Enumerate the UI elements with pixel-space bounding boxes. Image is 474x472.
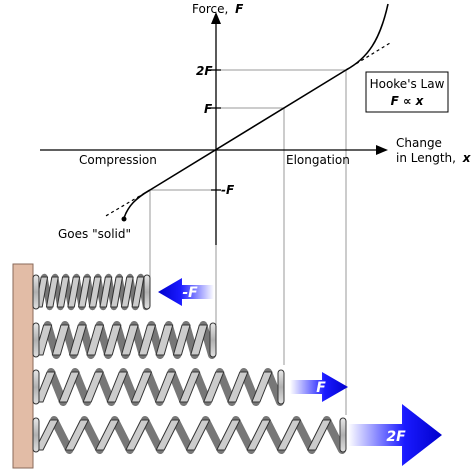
coil-front-strand — [69, 324, 87, 356]
coil-back-strand — [322, 416, 346, 454]
guide-lines — [149, 69, 347, 415]
coil-front-strand — [106, 371, 128, 403]
arrow-neg-f-shape — [158, 278, 214, 306]
arrow-neg-f: -F — [158, 278, 214, 306]
coil-front-strand — [56, 276, 70, 308]
coil-front-strand — [172, 324, 191, 356]
coil-front-strand — [186, 419, 211, 451]
coil-front-strand — [138, 324, 156, 356]
coil-front-strand — [155, 371, 177, 403]
coil-front-strand — [64, 419, 89, 451]
x-axis-label-line2: in Length, x — [396, 151, 472, 165]
arrow-2f: 2F — [348, 404, 442, 466]
arrow-2f-shape — [348, 404, 442, 466]
coil-front-strand — [203, 371, 225, 403]
coil-front-strand — [99, 276, 113, 308]
coil-front-strand — [110, 276, 123, 308]
y-axis-label: Force, F — [192, 2, 244, 16]
spring-compressed — [32, 273, 151, 311]
coil-front-strand — [121, 324, 139, 356]
coil-back-strand — [171, 416, 195, 454]
coil-back-strand — [231, 416, 256, 454]
axes — [40, 12, 388, 245]
spring-end-cap — [143, 274, 151, 310]
coil-front-strand — [86, 324, 105, 356]
goes-solid-label: Goes "solid" — [58, 227, 131, 241]
hookes-law-box: Hooke's Law F ∝ x — [365, 71, 449, 113]
coil-back-strand — [80, 416, 104, 454]
spring-end-cap — [32, 369, 40, 405]
law-box-formula: F ∝ x — [391, 94, 425, 108]
spring-end-cap — [32, 274, 40, 310]
upper-nonlinear-region — [345, 3, 389, 71]
compression-label: Compression — [79, 153, 157, 167]
coil-front-strand — [51, 324, 70, 356]
spring-end-cap — [209, 322, 217, 358]
spring-rest — [32, 321, 217, 359]
coil-front-strand — [45, 276, 59, 308]
arrow-f: F — [290, 372, 348, 402]
coil-front-strand — [34, 419, 59, 451]
spring-stretched — [32, 368, 285, 406]
coil-front-strand — [246, 419, 271, 451]
coil-front-strand — [95, 419, 120, 451]
coil-front-strand — [227, 371, 249, 403]
wall — [12, 263, 34, 469]
spring-end-cap — [339, 417, 347, 453]
tick-label-f: F — [204, 102, 213, 116]
coil-front-strand — [82, 371, 104, 403]
coil-front-strand — [120, 276, 134, 308]
lower-extrapolation-dashed — [103, 189, 151, 218]
coil-front-strand — [307, 419, 332, 451]
elongation-label: Elongation — [286, 153, 350, 167]
coil-front-strand — [155, 419, 180, 451]
arrow-f-shape — [290, 372, 348, 402]
coil-back-strand — [201, 416, 225, 454]
lower-nonlinear-region — [123, 189, 151, 219]
x-axis-arrowhead — [376, 145, 388, 155]
coil-front-strand — [179, 371, 201, 403]
coil-front-strand — [251, 371, 273, 403]
coil-front-strand — [34, 371, 56, 403]
coil-back-strand — [262, 416, 286, 454]
tick-label-2f: 2F — [196, 64, 213, 78]
coil-front-strand — [58, 371, 80, 403]
coil-back-strand — [292, 416, 316, 454]
spring-end-cap — [277, 369, 285, 405]
coil-back-strand — [110, 416, 134, 454]
coil-front-strand — [155, 324, 174, 356]
spring-end-cap — [32, 417, 40, 453]
coil-front-strand — [88, 276, 102, 308]
coil-back-strand — [50, 416, 74, 454]
coil-front-strand — [78, 276, 91, 308]
tick-label-neg-f: -F — [221, 183, 235, 197]
coil-front-strand — [130, 371, 152, 403]
arrow-f-label: F — [316, 380, 326, 396]
upper-extrapolation-dashed — [345, 42, 391, 71]
spring-very-stretched — [32, 416, 347, 454]
coil-front-strand — [216, 419, 241, 451]
coil-front-strand — [190, 324, 208, 356]
linear-region — [149, 69, 347, 191]
law-box-title: Hooke's Law — [370, 77, 445, 91]
coil-front-strand — [103, 324, 122, 356]
y-axis-arrowhead — [211, 12, 221, 24]
arrow-neg-f-label: -F — [182, 285, 198, 301]
coil-front-strand — [125, 419, 150, 451]
spring-end-cap — [32, 322, 40, 358]
coil-back-strand — [141, 416, 165, 454]
coil-front-strand — [276, 419, 302, 451]
springs — [32, 273, 347, 454]
coil-front-strand — [67, 276, 81, 308]
solid-point-marker — [121, 216, 127, 222]
x-axis-label-line1: Change — [396, 136, 442, 150]
arrow-2f-label: 2F — [386, 429, 406, 445]
force-curve — [103, 3, 391, 222]
